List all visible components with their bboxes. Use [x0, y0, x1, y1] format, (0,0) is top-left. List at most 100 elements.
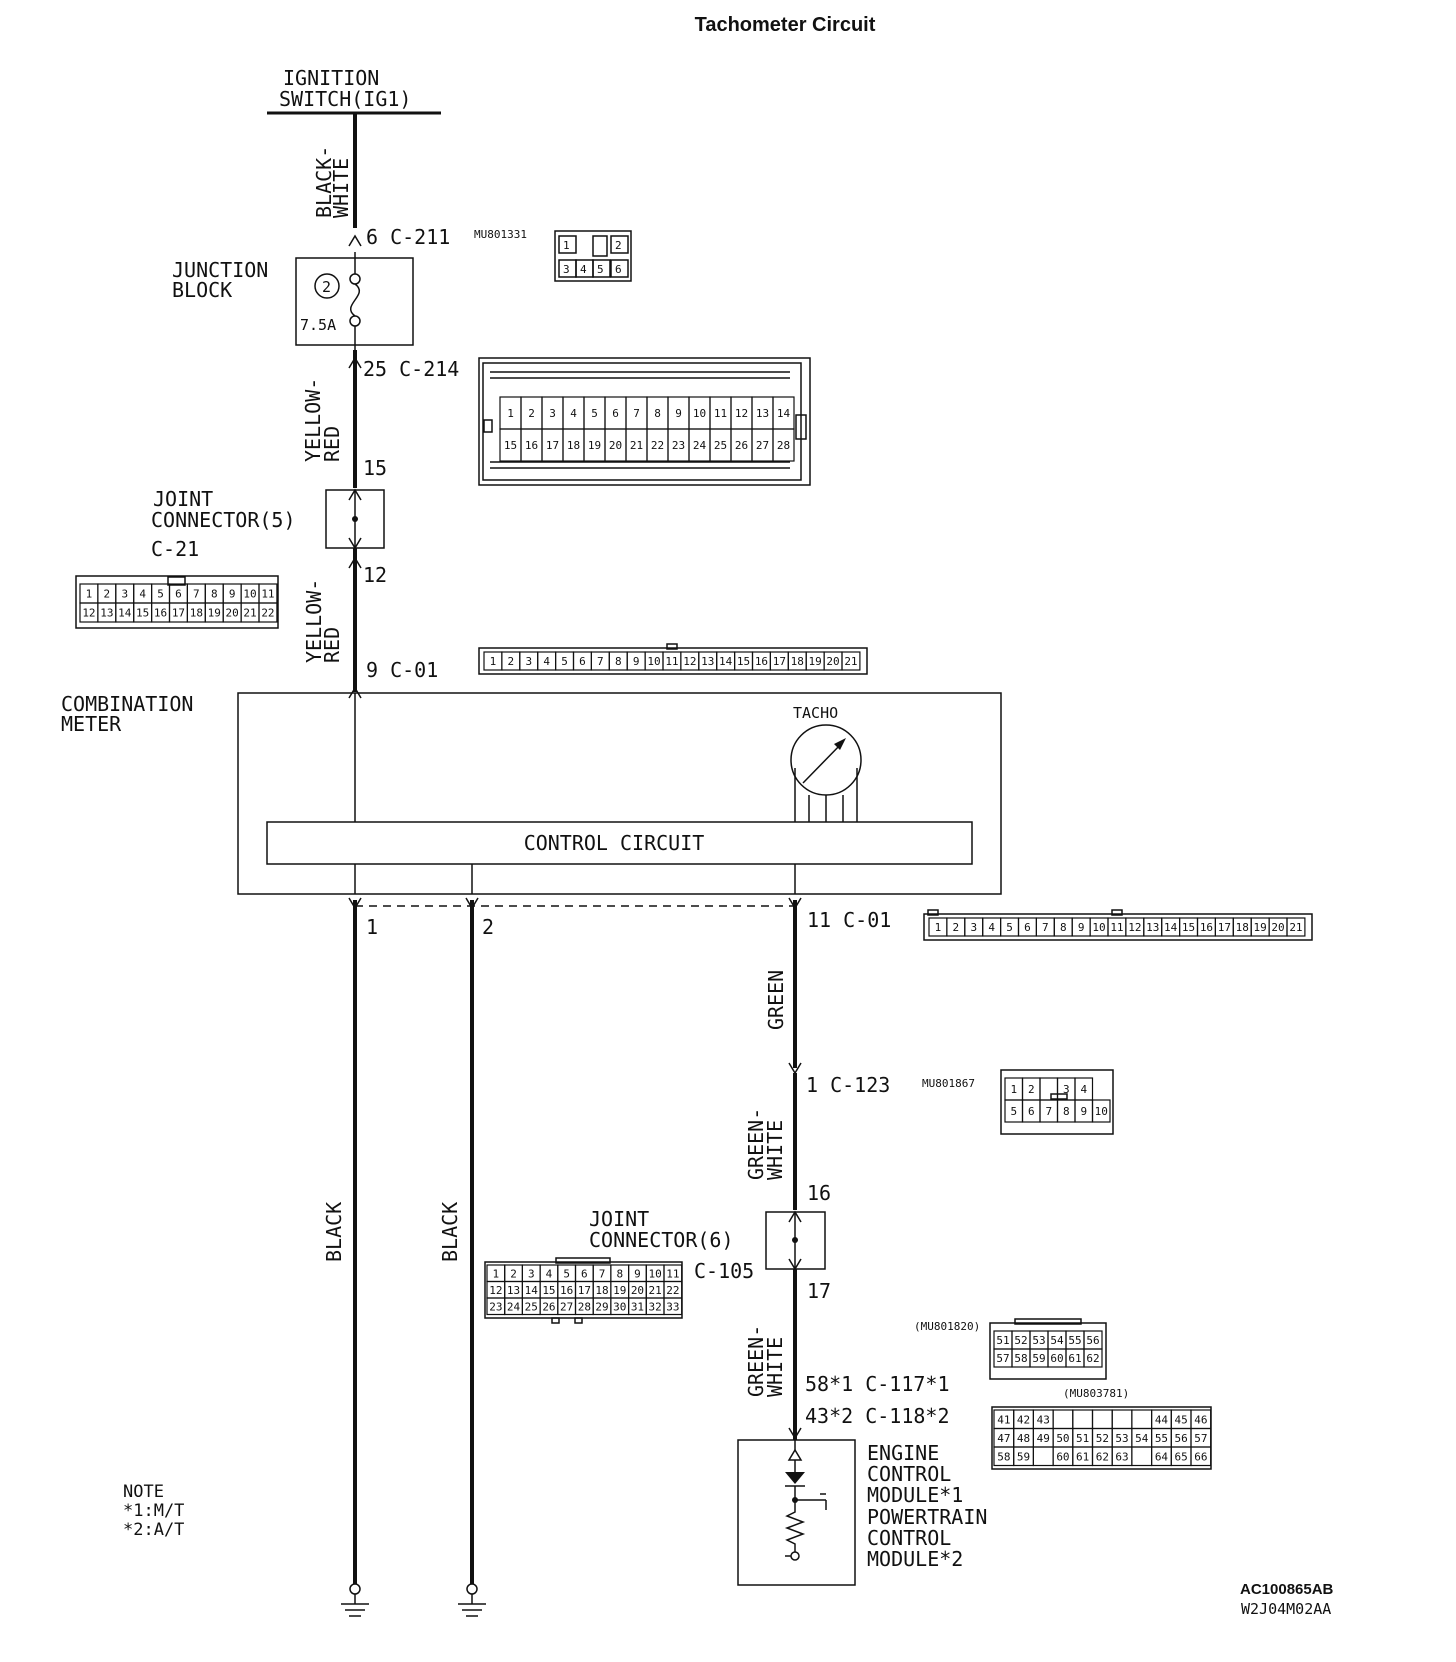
note-line-2: *2:A/T	[123, 1520, 184, 1540]
pin-number: 5	[597, 263, 604, 276]
pin-number: 1	[507, 407, 514, 420]
pin-number: 18	[190, 607, 203, 620]
joint-connector-5: JOINT CONNECTOR(5) C-21	[151, 487, 385, 561]
pin-number: 5	[1010, 1105, 1017, 1118]
pin-cell	[1052, 1409, 1074, 1430]
control-circuit-label: CONTROL CIRCUIT	[524, 831, 705, 855]
part-number: MU801331	[474, 228, 527, 241]
pin-number: 62	[1096, 1450, 1109, 1463]
pin-number: 14	[525, 1284, 539, 1297]
pin-number: 43	[1037, 1413, 1050, 1426]
pin-number: 12	[489, 1284, 502, 1297]
pin-number: 25	[714, 439, 727, 452]
pin-number: 10	[1095, 1105, 1108, 1118]
ignition-switch-label-1: IGNITION	[283, 66, 379, 90]
junction-block-label-1: JUNCTION	[172, 258, 268, 282]
pin-number: 33	[666, 1300, 679, 1313]
pin-cell	[1072, 1409, 1094, 1430]
pin-number: 2	[508, 655, 515, 668]
pin-number: 29	[595, 1300, 608, 1313]
pin-number: 57	[1194, 1432, 1207, 1445]
pin-number: 17	[578, 1284, 591, 1297]
pin-number: 48	[1017, 1432, 1030, 1445]
wire-color-label: BLACK-	[312, 146, 336, 218]
pin-number: 14	[118, 607, 132, 620]
pin-number: 3	[970, 921, 977, 934]
pin-number: 4	[988, 921, 995, 934]
pin-number: 8	[616, 1267, 623, 1280]
wire-color-label: BLACK	[322, 1202, 346, 1262]
pin-number: 21	[243, 607, 256, 620]
pin-number: 11	[665, 655, 678, 668]
pin-cell	[772, 428, 795, 462]
pin-number: 8	[1060, 921, 1067, 934]
pin-number: 18	[567, 439, 580, 452]
fuse-number: 2	[322, 278, 331, 296]
pin-number: 58	[1014, 1352, 1027, 1365]
pin-cell	[1091, 1099, 1111, 1123]
pin-number: 17	[1218, 921, 1231, 934]
pin-number: 56	[1175, 1432, 1188, 1445]
pin-cell	[1131, 1446, 1153, 1467]
pin-number: 21	[844, 655, 857, 668]
pin-number: 50	[1056, 1432, 1069, 1445]
pin-number: 13	[507, 1284, 520, 1297]
pin-number: 5	[591, 407, 598, 420]
combination-meter-label-2: METER	[61, 712, 122, 736]
pin-number: 22	[666, 1284, 679, 1297]
pin-number: 55	[1155, 1432, 1168, 1445]
wire-green-white-lower: GREEN- WHITE	[744, 1269, 802, 1440]
pin-number: 53	[1032, 1334, 1045, 1347]
wire-black-white: BLACK- WHITE	[312, 114, 357, 228]
pin-number: 28	[578, 1300, 591, 1313]
pin-number: 10	[649, 1267, 662, 1280]
pin-number: 23	[489, 1300, 502, 1313]
pin-number: 6	[579, 655, 586, 668]
connector-c211-face: MU801331 1 2 3 4 5 6	[474, 228, 632, 282]
pin-number: 15	[504, 439, 517, 452]
pin-number: 13	[1146, 921, 1159, 934]
pin-number: 4	[1080, 1083, 1087, 1096]
pin-number: 4	[546, 1267, 553, 1280]
pin-number: 11	[1110, 921, 1123, 934]
pin-number: 52	[1014, 1334, 1027, 1347]
pin-number: 7	[1042, 921, 1049, 934]
pin-number: 53	[1115, 1432, 1128, 1445]
note-line-1: *1:M/T	[123, 1501, 184, 1521]
pin-number: 12	[683, 655, 696, 668]
pin-number: 51	[1076, 1432, 1089, 1445]
pin-number: 7	[597, 655, 604, 668]
ecm-label-1: ENGINE	[867, 1441, 939, 1465]
pin-number: 10	[647, 655, 660, 668]
wire-color-label: GREEN	[764, 970, 788, 1030]
pin-number: 10	[1092, 921, 1105, 934]
pin-number: 8	[211, 588, 218, 601]
pin-number: 22	[651, 439, 664, 452]
pin-number: 60	[1050, 1352, 1063, 1365]
pin-label-17: 17	[807, 1279, 831, 1303]
wire-color-label: YELLOW-	[302, 579, 326, 663]
pin-number: 26	[542, 1300, 555, 1313]
pin-number: 24	[507, 1300, 521, 1313]
joint-connector-5-id: C-21	[151, 537, 199, 561]
pin-number: 61	[1068, 1352, 1081, 1365]
pin-label-1: 1	[366, 915, 378, 939]
pin-number: 21	[649, 1284, 662, 1297]
pin-number: 18	[595, 1284, 608, 1297]
pin-number: 63	[1115, 1450, 1128, 1463]
pin-number: 13	[100, 607, 113, 620]
pin-number: 11	[714, 407, 727, 420]
ecm-label-3: MODULE*1	[867, 1483, 963, 1507]
pin-cell	[1091, 1409, 1113, 1430]
pin-number: 16	[755, 655, 768, 668]
pin-number: 31	[631, 1300, 644, 1313]
diagram-title: Tachometer Circuit	[695, 14, 876, 36]
pin-number: 16	[1200, 921, 1213, 934]
wire-black-1: BLACK	[322, 897, 369, 1617]
wire-color-label: WHITE	[763, 1120, 787, 1180]
wire-green-white-upper: GREEN- WHITE	[744, 1073, 797, 1210]
pin-number: 14	[777, 407, 791, 420]
